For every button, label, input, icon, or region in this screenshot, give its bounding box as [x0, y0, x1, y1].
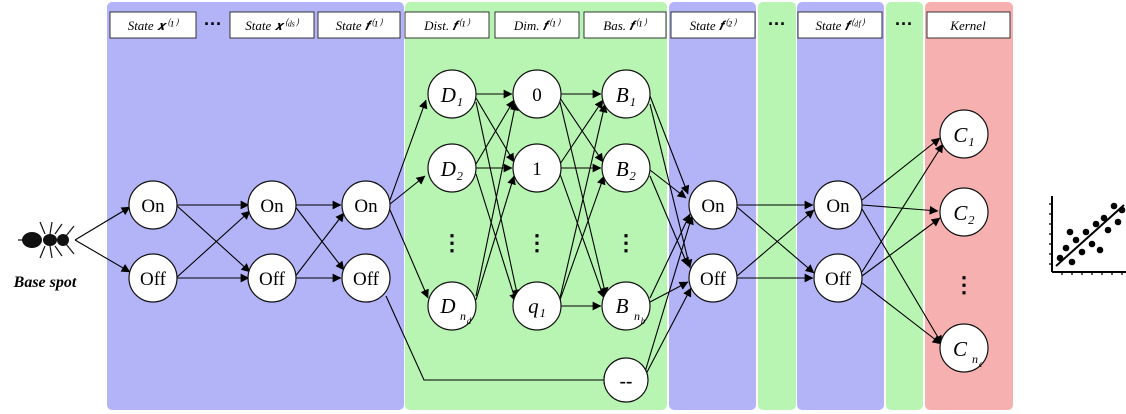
header-state-f2: State 𝒇⁽²⁾ — [690, 18, 738, 33]
kernel-c2-node: C₂ — [939, 187, 989, 237]
column-green-gap-1 — [758, 2, 796, 410]
svg-text:0: 0 — [532, 85, 542, 106]
state-fdf-off-node: Off — [813, 253, 863, 303]
state-x1-off-node: Off — [128, 253, 178, 303]
state-f2-on-node: On — [688, 180, 738, 230]
base-spot-label: Base spot — [13, 274, 77, 291]
header-ellipsis-3: ··· — [895, 14, 913, 34]
dim-0-node: 0 — [512, 69, 562, 119]
svg-text:B₁: B₁ — [616, 83, 636, 107]
dim-vertical-ellipsis: ⋮ — [526, 230, 548, 255]
edges — [74, 89, 944, 385]
header-ellipsis-2: ··· — [768, 14, 786, 34]
column-green-gap-2 — [886, 2, 923, 410]
svg-text:D₂: D₂ — [440, 157, 463, 181]
dim-q1-node: q₁ — [512, 281, 562, 331]
header-state-f1: State 𝒇⁽¹⁾ — [336, 18, 384, 33]
kernel-c1-node: C₁ — [939, 109, 989, 159]
svg-text:Off: Off — [259, 269, 286, 290]
svg-text:c: c — [979, 359, 983, 369]
svg-text:Off: Off — [825, 269, 852, 290]
header-state-fdf: State 𝒇⁽ᵈᶠ⁾ — [815, 18, 866, 33]
svg-text:On: On — [260, 196, 284, 217]
svg-text:--: -- — [620, 371, 633, 392]
svg-text:On: On — [826, 196, 850, 217]
svg-text:C₂: C₂ — [953, 201, 974, 225]
basis-bnb-node: B n b — [601, 281, 651, 331]
header-state-xds: State 𝒙⁽ᵈˢ⁾ — [245, 18, 300, 33]
svg-text:Off: Off — [353, 269, 380, 290]
svg-text:C: C — [953, 337, 968, 361]
basis-vertical-ellipsis: ⋮ — [615, 230, 637, 255]
svg-text:D₁: D₁ — [440, 83, 463, 107]
dist-vertical-ellipsis: ⋮ — [441, 230, 463, 255]
header-dist-f1: Dist. 𝒇⁽¹⁾ — [423, 18, 471, 33]
svg-text:B₂: B₂ — [616, 157, 636, 181]
scatter-plot-icon — [1049, 196, 1126, 275]
svg-text:D: D — [439, 294, 455, 318]
state-xds-on-node: On — [247, 180, 297, 230]
svg-text:Off: Off — [700, 269, 727, 290]
svg-text:n: n — [460, 309, 466, 323]
basis-b2-node: B₂ — [601, 143, 651, 193]
state-xds-off-node: Off — [247, 253, 297, 303]
svg-text:Off: Off — [140, 269, 167, 290]
svg-text:B: B — [616, 294, 629, 318]
svg-text:On: On — [701, 196, 725, 217]
state-x1-on-node: On — [128, 180, 178, 230]
column-dist-dim-bas — [405, 2, 667, 410]
dist-d1-node: D₁ — [427, 69, 477, 119]
dim-1-node: 1 — [512, 143, 562, 193]
header-bas-f1: Bas. 𝒇⁽¹⁾ — [603, 18, 648, 33]
state-f2-off-node: Off — [688, 253, 738, 303]
svg-text:1: 1 — [532, 159, 542, 180]
svg-text:q₁: q₁ — [528, 294, 546, 318]
kernel-vertical-ellipsis: ⋮ — [953, 272, 975, 297]
state-f1-off-node: Off — [341, 253, 391, 303]
kernel-cnc-node: C n c — [939, 323, 989, 373]
svg-text:d: d — [467, 316, 472, 326]
svg-text:On: On — [141, 196, 165, 217]
header-ellipsis-1: ··· — [204, 14, 222, 34]
base-spot-ant-icon — [18, 221, 75, 259]
state-f1-on-node: On — [341, 180, 391, 230]
header-kernel: Kernel — [949, 18, 986, 33]
header-state-x1: State 𝒙⁽¹⁾ — [128, 18, 180, 33]
dist-d2-node: D₂ — [427, 143, 477, 193]
svg-text:b: b — [641, 316, 646, 326]
basis-dash-node: -- — [603, 357, 649, 403]
dist-dnd-node: D n d — [427, 281, 477, 331]
svg-text:C₁: C₁ — [953, 123, 974, 147]
svg-text:n: n — [972, 352, 978, 366]
state-fdf-on-node: On — [813, 180, 863, 230]
header-row: State 𝒙⁽¹⁾ ··· State 𝒙⁽ᵈˢ⁾ State 𝒇⁽¹⁾ Di… — [109, 11, 1011, 39]
svg-text:n: n — [634, 309, 640, 323]
svg-text:On: On — [354, 196, 378, 217]
header-dim-f1: Dim. 𝒇⁽¹⁾ — [513, 18, 562, 33]
basis-b1-node: B₁ — [601, 69, 651, 119]
